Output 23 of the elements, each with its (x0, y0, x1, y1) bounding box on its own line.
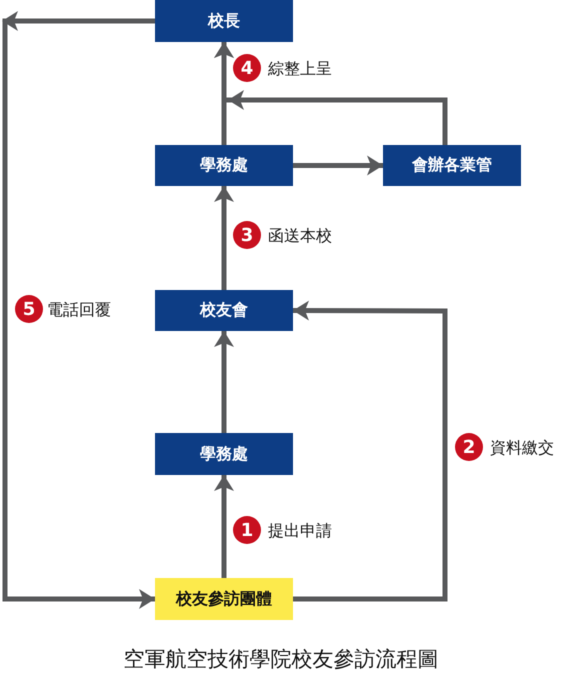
callout-number: 5 (15, 295, 43, 323)
caption: 空軍航空技術學院校友參訪流程圖 (122, 646, 440, 673)
process-box: 學務處 (155, 433, 293, 475)
edge-label: 函送本校 (268, 226, 332, 246)
arrow (2, 11, 155, 609)
arrow (293, 300, 448, 602)
callout-number: 3 (233, 221, 261, 249)
process-box: 會辦各業管 (383, 145, 521, 186)
callout-number: 4 (233, 54, 261, 82)
process-box: 學務處 (155, 145, 293, 186)
arrow (214, 186, 234, 290)
callout-number: 2 (455, 433, 483, 461)
arrow (293, 156, 383, 176)
edge-label: 綜整上呈 (268, 59, 332, 79)
process-box: 校長 (155, 0, 293, 42)
edge-label: 電話回覆 (47, 300, 111, 320)
process-box: 校友會 (155, 290, 293, 331)
start-box: 校友參訪團體 (155, 578, 293, 620)
callout-number: 1 (233, 516, 261, 544)
arrow (214, 475, 234, 578)
arrow (214, 331, 234, 433)
edge-label: 資料繳交 (490, 438, 554, 458)
edge-label: 提出申請 (268, 521, 332, 541)
